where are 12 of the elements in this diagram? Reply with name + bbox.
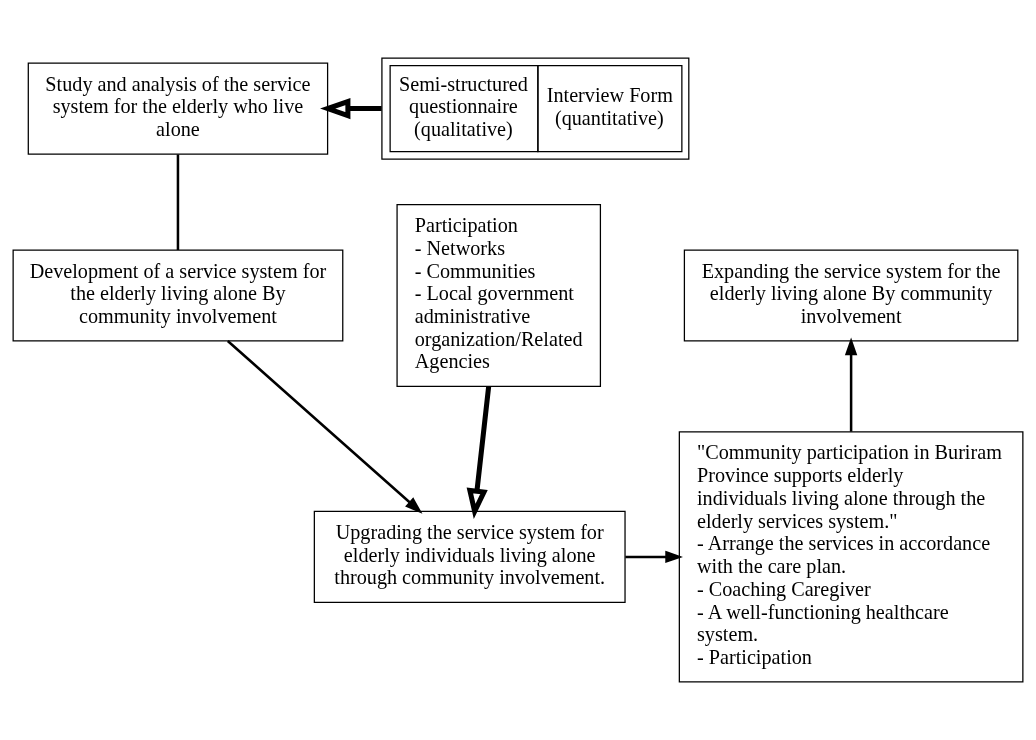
node-box: Study and analysis of the service system for the elderly who live alone (27, 62, 329, 155)
arrow (320, 97, 382, 120)
connector (176, 154, 180, 250)
node-box: Development of a service system for the elderly living alone By community involvement (12, 249, 344, 342)
node-box: "Community participation in Buriram Province supports elderly individuals living alone through the elderly services system." - Arrange the services in accordance with the care plan. - Coaching Caregiver - A well-functioning healthcare system. - Participation (678, 431, 1024, 683)
node-box: Expanding the service system for the elderly living alone By community involvement (683, 249, 1019, 342)
arrow (226, 340, 423, 514)
arrow (466, 386, 492, 519)
node-box: Participation - Networks - Communities - Local government administrative organization/Related Agencies (396, 203, 602, 388)
node-box: Upgrading the service system for elderly individuals living alone through community involvement. (313, 510, 626, 603)
arrow (625, 550, 683, 564)
arrow (844, 337, 858, 432)
